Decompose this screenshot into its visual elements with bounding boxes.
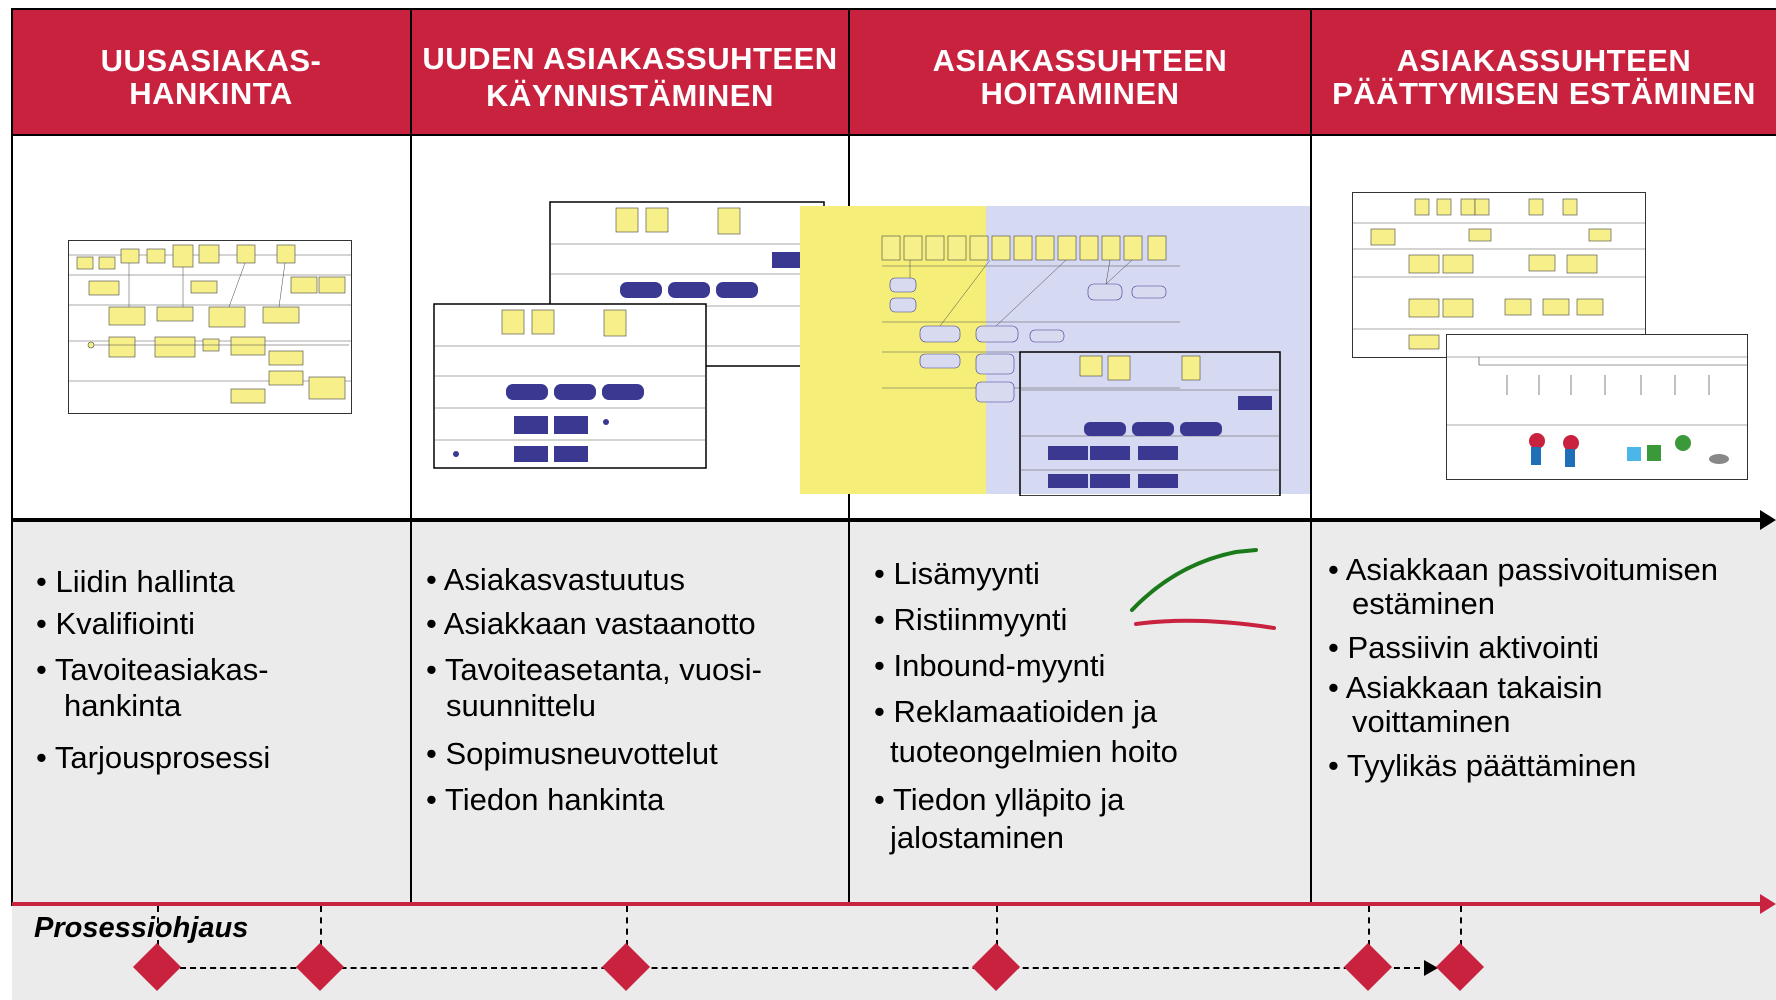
header-col3-line1: ASIAKASSUHTEEN bbox=[932, 43, 1228, 78]
header-col3-line2: HOITAMINEN bbox=[980, 76, 1180, 111]
grid-left-line bbox=[11, 8, 13, 906]
bullet-reklamaatioiden: • Reklamaatioiden ja bbox=[874, 694, 1158, 729]
handwritten-check-mark bbox=[1130, 548, 1276, 630]
bullet-liidin-hallinta: • Liidin hallinta bbox=[36, 564, 235, 599]
grid-divider-3 bbox=[1310, 8, 1312, 906]
dash-vertical-5 bbox=[1368, 906, 1370, 946]
process-control-arrow bbox=[12, 902, 1764, 906]
process-diagram-thumbnail-4 bbox=[1352, 192, 1646, 358]
header-col1: UUSASIAKAS- HANKINTA bbox=[12, 8, 410, 134]
process-diagram-thumbnail-1 bbox=[68, 240, 352, 414]
bullet-passiivin-aktivointi: • Passiivin aktivointi bbox=[1328, 630, 1600, 665]
header-col2: UUDEN ASIAKASSUHTEEN KÄYNNISTÄMINEN bbox=[412, 8, 848, 134]
dash-vertical-6 bbox=[1460, 906, 1462, 946]
header-col4-line1: ASIAKASSUHTEEN bbox=[1396, 43, 1692, 78]
bullet-takaisin-voittaminen: • Asiakkaan takaisin bbox=[1328, 670, 1603, 705]
bullet-tiedon-yllapito-cont: jalostaminen bbox=[890, 820, 1065, 855]
header-col1-line2: HANKINTA bbox=[129, 76, 293, 111]
timeline-arrow bbox=[12, 518, 1764, 522]
bullet-sopimusneuvottelut: • Sopimusneuvottelut bbox=[426, 736, 718, 771]
bullet-passivoitumisen: • Asiakkaan passivoitumisen bbox=[1328, 552, 1718, 587]
process-control-arrowhead bbox=[1760, 894, 1776, 914]
dash-vertical-2 bbox=[320, 906, 322, 946]
header-col4-line2: PÄÄTTYMISEN ESTÄMINEN bbox=[1332, 76, 1756, 111]
header-col3: ASIAKASSUHTEEN HOITAMINEN bbox=[850, 8, 1310, 134]
process-diagram-icon bbox=[1353, 198, 1645, 350]
bullet-reklamaatioiden-cont: tuoteongelmien hoito bbox=[890, 734, 1178, 769]
header-col2-line2: KÄYNNISTÄMINEN bbox=[486, 78, 774, 113]
bullet-tavoiteasiakas-cont: hankinta bbox=[64, 688, 182, 723]
process-diagram-icon bbox=[69, 244, 351, 404]
bullet-inbound-myynti: • Inbound-myynti bbox=[874, 648, 1106, 683]
dash-vertical-3 bbox=[626, 906, 628, 946]
bullet-tiedon-hankinta: • Tiedon hankinta bbox=[426, 782, 665, 817]
dash-vertical-4 bbox=[996, 906, 998, 946]
process-diagram-thumbnail-2 bbox=[432, 200, 828, 470]
bullet-kvalifiointi: • Kvalifiointi bbox=[36, 606, 196, 641]
bullet-asiakkaan-vastaanotto: • Asiakkaan vastaanotto bbox=[426, 606, 756, 641]
process-diagram-icon bbox=[881, 235, 1281, 497]
dash-vertical-1 bbox=[157, 906, 159, 946]
bullet-lisamyynti: • Lisämyynti bbox=[874, 556, 1040, 591]
footer-label: Prosessiohjaus bbox=[34, 912, 249, 944]
bullet-takaisin-voittaminen-cont: voittaminen bbox=[1352, 704, 1511, 739]
grid-header-bottom-line bbox=[12, 134, 1776, 136]
process-diagram-thumbnail-3 bbox=[880, 226, 1290, 497]
bullet-passivoitumisen-cont: estäminen bbox=[1352, 586, 1496, 621]
document-icon bbox=[1447, 356, 1747, 467]
bullet-tyylikas-paattaminen: • Tyylikäs päättäminen bbox=[1328, 748, 1637, 783]
header-col2-line1: UUDEN ASIAKASSUHTEEN bbox=[422, 41, 838, 76]
timeline-arrowhead bbox=[1760, 510, 1776, 530]
bullet-tavoiteasetanta: • Tavoiteasetanta, vuosi- bbox=[426, 652, 762, 687]
footer-bg bbox=[12, 906, 1776, 1000]
bullet-tarjousprosessi: • Tarjousprosessi bbox=[36, 740, 271, 775]
bullet-ristiinmyynti: • Ristiinmyynti bbox=[874, 602, 1068, 637]
bullet-tavoiteasiakas: • Tavoiteasiakas- bbox=[36, 652, 269, 687]
grid-divider-1 bbox=[410, 8, 412, 906]
bullet-tavoiteasetanta-cont: suunnittelu bbox=[446, 688, 596, 723]
swimlane-icon bbox=[433, 201, 825, 469]
header-col1-line1: UUSASIAKAS- bbox=[100, 43, 322, 78]
dash-arrowhead bbox=[1424, 960, 1438, 976]
grid-top-line bbox=[12, 8, 1776, 10]
bullet-tiedon-yllapito: • Tiedon ylläpito ja bbox=[874, 782, 1125, 817]
crm-process-thumbnail bbox=[1446, 334, 1748, 480]
bullet-asiakasvastuutus: • Asiakasvastuutus bbox=[426, 562, 685, 597]
dash-horizontal bbox=[170, 967, 1430, 969]
header-col4: ASIAKASSUHTEEN PÄÄTTYMISEN ESTÄMINEN bbox=[1312, 8, 1776, 134]
bullet-panel-bg bbox=[12, 520, 1776, 906]
